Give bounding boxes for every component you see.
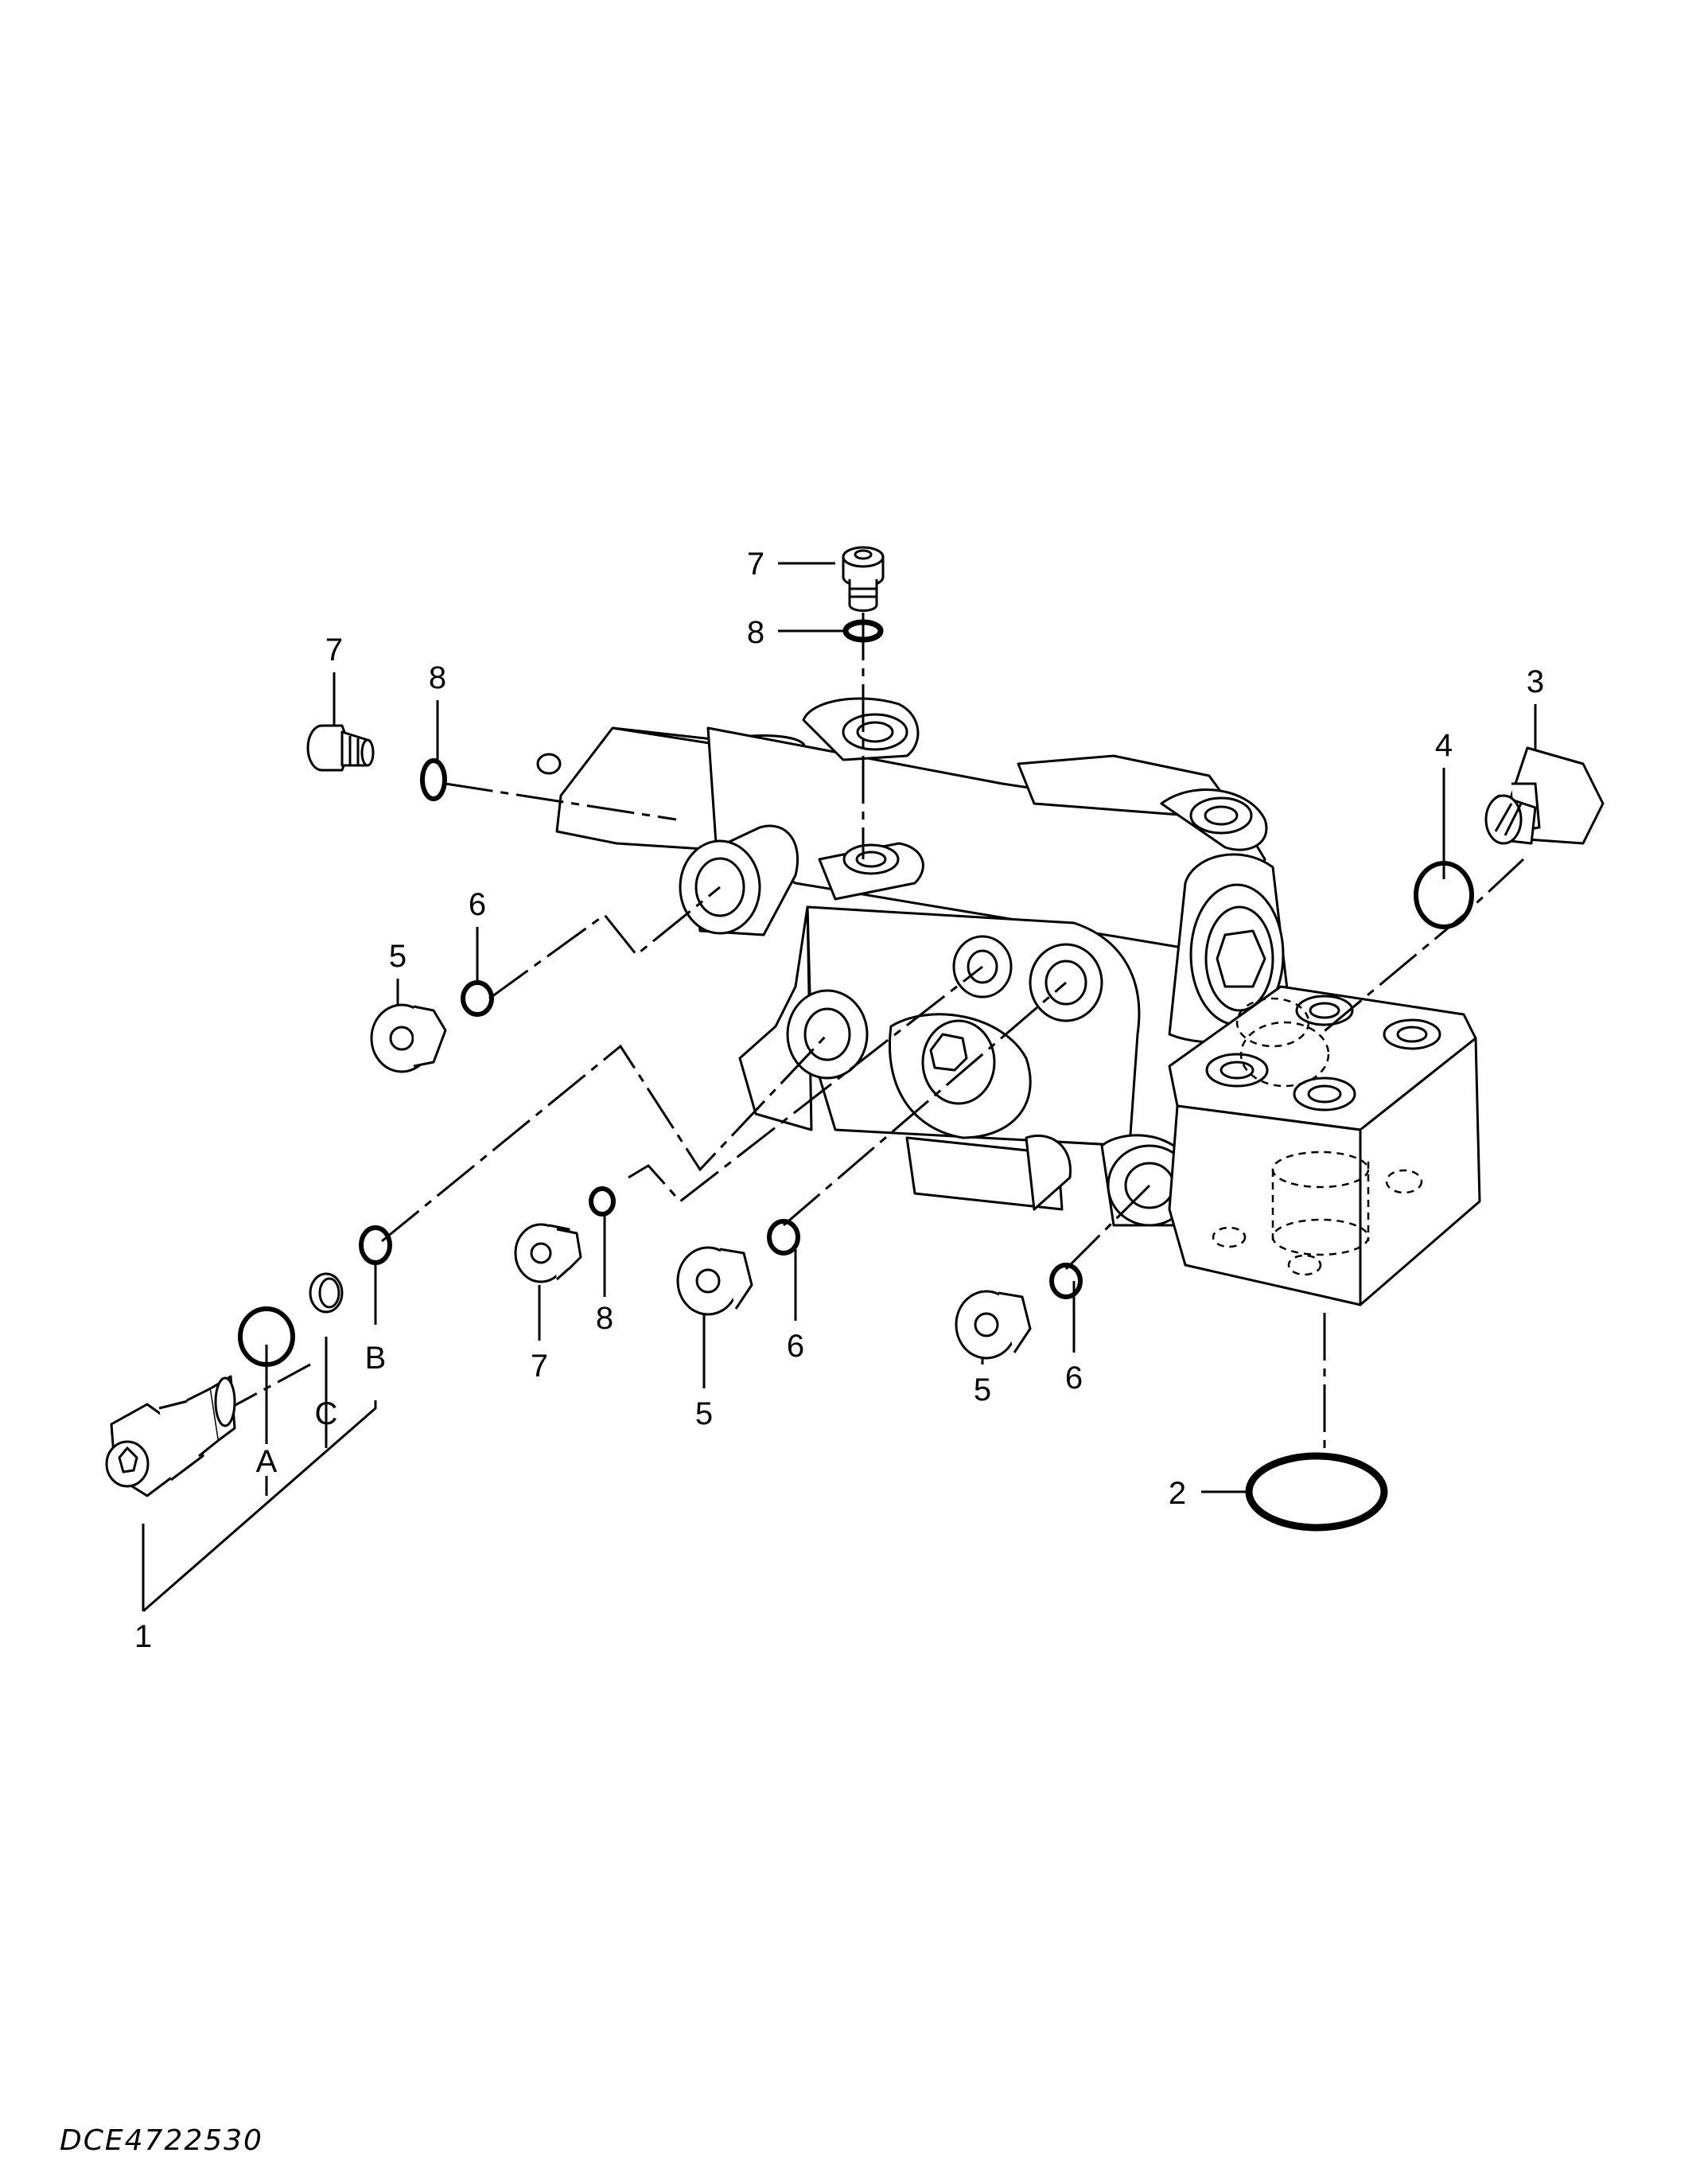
callout-8-top: 8: [747, 615, 764, 650]
callout-b: B: [365, 1341, 387, 1376]
callout-7-left: 7: [325, 633, 343, 668]
callout-8-middle: 8: [596, 1301, 613, 1336]
o-ring-8-top: [842, 619, 884, 643]
callout-7-middle: 7: [531, 1349, 548, 1384]
callout-4: 4: [1435, 728, 1453, 763]
callout-labels: 7 8 7 8 6 5 3 4 2 7 8 5 6 5 6 A C B 1: [134, 547, 1544, 1654]
o-ring-6-middle: [767, 1219, 800, 1256]
plug-7-top: [842, 546, 885, 612]
callout-5-right: 5: [974, 1372, 991, 1407]
drawing-code: DCE4722530: [60, 2124, 263, 2157]
callout-6-left: 6: [469, 887, 486, 922]
callout-6-right: 6: [1065, 1361, 1083, 1396]
callout-1: 1: [134, 1619, 152, 1654]
o-ring-6-left: [461, 980, 494, 1017]
o-ring-2: [1245, 1452, 1388, 1532]
o-ring-b: [359, 1225, 392, 1265]
plug-5-middle: [676, 1246, 753, 1316]
o-ring-4: [1414, 861, 1474, 929]
valve-body: [536, 697, 1290, 1227]
callout-2: 2: [1169, 1476, 1186, 1511]
callout-5-middle: 5: [695, 1396, 713, 1431]
o-ring-a: [238, 1306, 295, 1367]
callout-6-middle: 6: [787, 1329, 804, 1364]
callout-5-left: 5: [389, 939, 407, 974]
callout-a: A: [256, 1444, 278, 1479]
callout-8-left: 8: [429, 660, 446, 695]
plug-7-left: [306, 724, 375, 772]
plug-3: [1484, 746, 1605, 845]
relief-valve-1: [105, 1375, 236, 1497]
assembly-leader-lines: [214, 613, 1525, 1456]
callout-7-top: 7: [747, 547, 764, 582]
o-ring-8-middle: [589, 1186, 616, 1217]
callout-c: C: [315, 1396, 338, 1431]
plug-7-middle: [514, 1223, 582, 1283]
backup-ring-c: [309, 1272, 344, 1314]
o-ring-8-left: [420, 758, 447, 801]
mounting-flange: [1168, 985, 1481, 1306]
plug-5-left: [370, 1003, 447, 1073]
o-ring-6-right: [1049, 1263, 1083, 1299]
callout-3: 3: [1527, 664, 1544, 699]
plug-5-right: [955, 1290, 1032, 1360]
